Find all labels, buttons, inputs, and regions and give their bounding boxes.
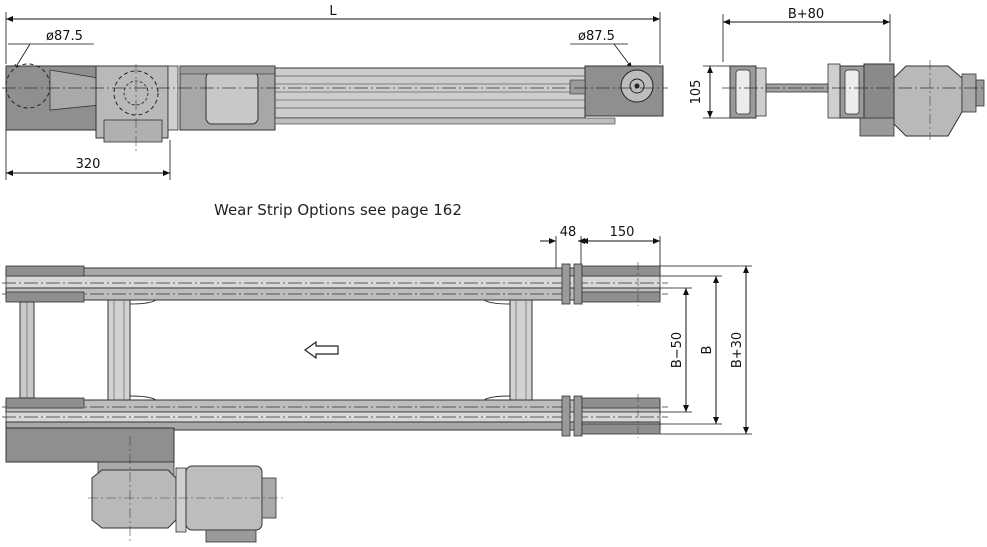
conveyor-rail xyxy=(274,67,586,119)
width-plus-80-label: B+80 xyxy=(788,7,824,22)
cross-member-right xyxy=(509,299,533,401)
cross-member-left xyxy=(107,299,131,401)
drive-offset-label: 320 xyxy=(76,157,101,172)
end-view: B+80 105 xyxy=(689,7,985,140)
direction-arrow xyxy=(303,340,339,360)
plan-view: 48 150 xyxy=(2,225,752,543)
side-view: L ø87.5 ø87.5 xyxy=(2,4,668,180)
length-label: L xyxy=(329,4,337,19)
plan-drive-housing xyxy=(5,427,175,463)
b-minus-50-label: B−50 xyxy=(670,332,685,368)
right-diameter-label: ø87.5 xyxy=(578,29,615,44)
b-plus-30-label: B+30 xyxy=(730,332,745,368)
dim-48-label: 48 xyxy=(560,225,577,240)
height-label: 105 xyxy=(689,80,704,105)
left-diameter-label: ø87.5 xyxy=(46,29,83,44)
b-label: B xyxy=(700,346,715,355)
wear-strip-note: Wear Strip Options see page 162 xyxy=(214,201,462,219)
dim-150-label: 150 xyxy=(610,225,635,240)
end-view-motor xyxy=(893,65,963,137)
